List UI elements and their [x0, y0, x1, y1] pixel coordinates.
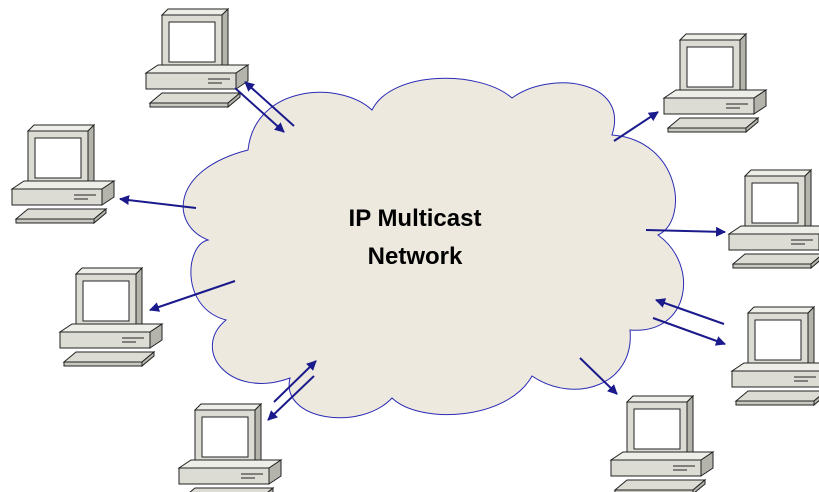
network-cloud [182, 77, 685, 419]
computer-node-right-upper [728, 169, 819, 269]
cloud-label-line1: IP Multicast [348, 205, 482, 232]
arrow-to-left-lower [149, 280, 236, 312]
cloud-label: IP Multicast Network [300, 200, 530, 276]
computer-node-left-lower [59, 267, 163, 367]
computer-node-bottom-left [178, 403, 282, 492]
arrow-to-top-right [613, 111, 659, 142]
computer-node-right-lower [731, 306, 819, 406]
arrow-top-left-in [234, 87, 285, 133]
arrow-to-bottom-right [579, 357, 618, 395]
computer-node-left-upper [11, 124, 115, 224]
arrow-bottom-left-in [273, 360, 317, 403]
arrow-to-right-upper [645, 226, 726, 237]
arrow-bottom-left-out [267, 375, 315, 421]
arrow-to-left-upper [119, 195, 197, 209]
computer-node-bottom-right [610, 395, 714, 492]
computer-node-top-left [145, 8, 249, 108]
arrow-right-lower-out [652, 317, 726, 346]
cloud-label-line2: Network [367, 243, 463, 270]
computer-node-top-right [663, 33, 767, 133]
arrow-top-left-out [244, 81, 295, 127]
arrow-right-lower-in [655, 298, 725, 325]
